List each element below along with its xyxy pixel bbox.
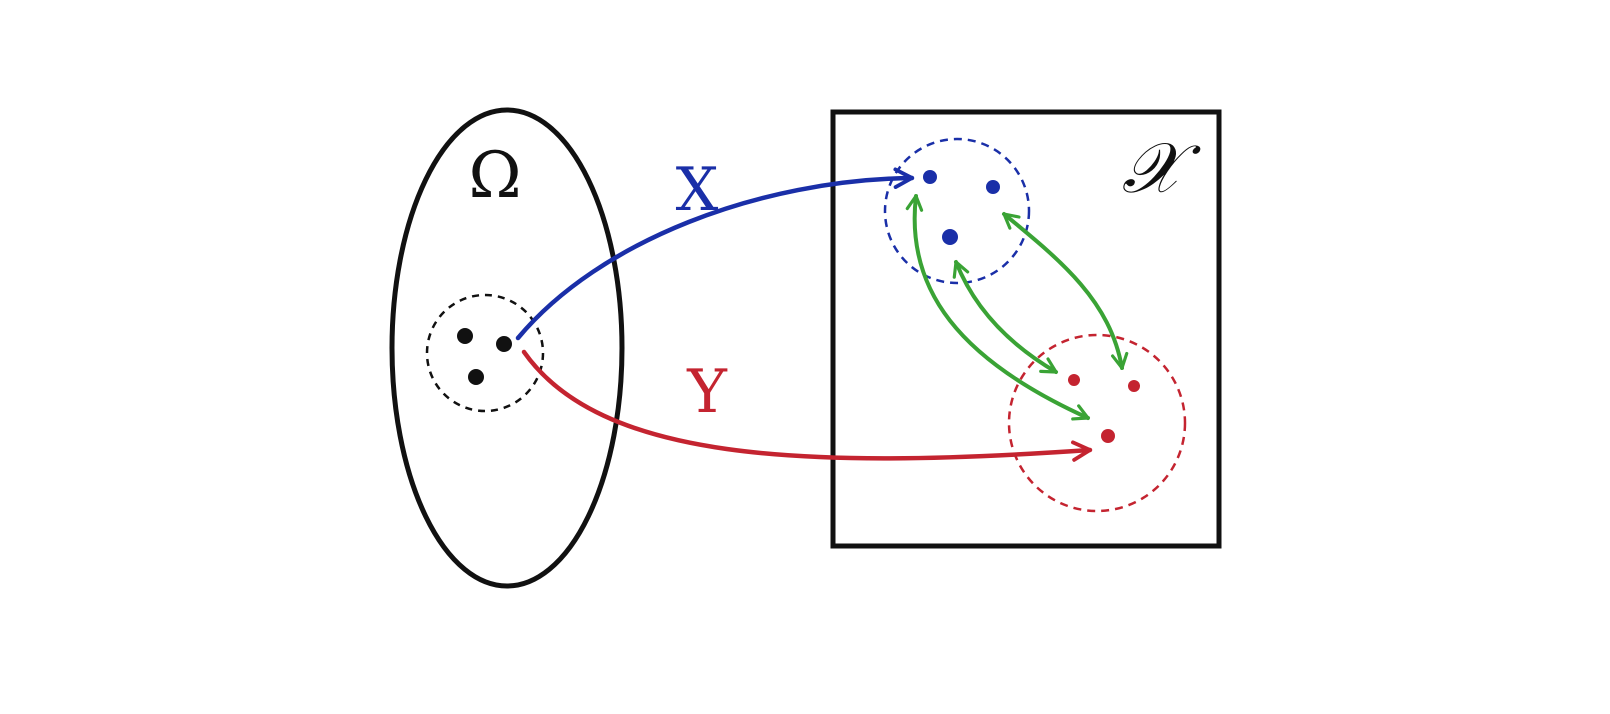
map-x-label: X (676, 155, 719, 225)
y-image-dashed-circle (1007, 333, 1187, 513)
x-image-point (923, 170, 937, 184)
map-x-arrow (515, 167, 915, 341)
coupling-arrow (905, 194, 1090, 421)
map-y-label: Y (686, 357, 728, 427)
x-image-point (942, 229, 958, 245)
y-image-point (1068, 374, 1080, 386)
sample-space-ellipse (389, 107, 625, 589)
y-image-point (1128, 380, 1140, 392)
x-image-point (986, 180, 1000, 194)
omega-subset-dashed-circle (425, 293, 545, 413)
sample-space-label: Ω (468, 139, 521, 213)
coupling-arrow (1002, 212, 1129, 370)
map-y-arrow (521, 349, 1093, 462)
y-image-point (1101, 429, 1115, 443)
space-label: 𝒳 (1122, 127, 1201, 209)
space-box (830, 109, 1222, 549)
omega-point (468, 369, 484, 385)
omega-point (457, 328, 473, 344)
omega-point (496, 336, 512, 352)
